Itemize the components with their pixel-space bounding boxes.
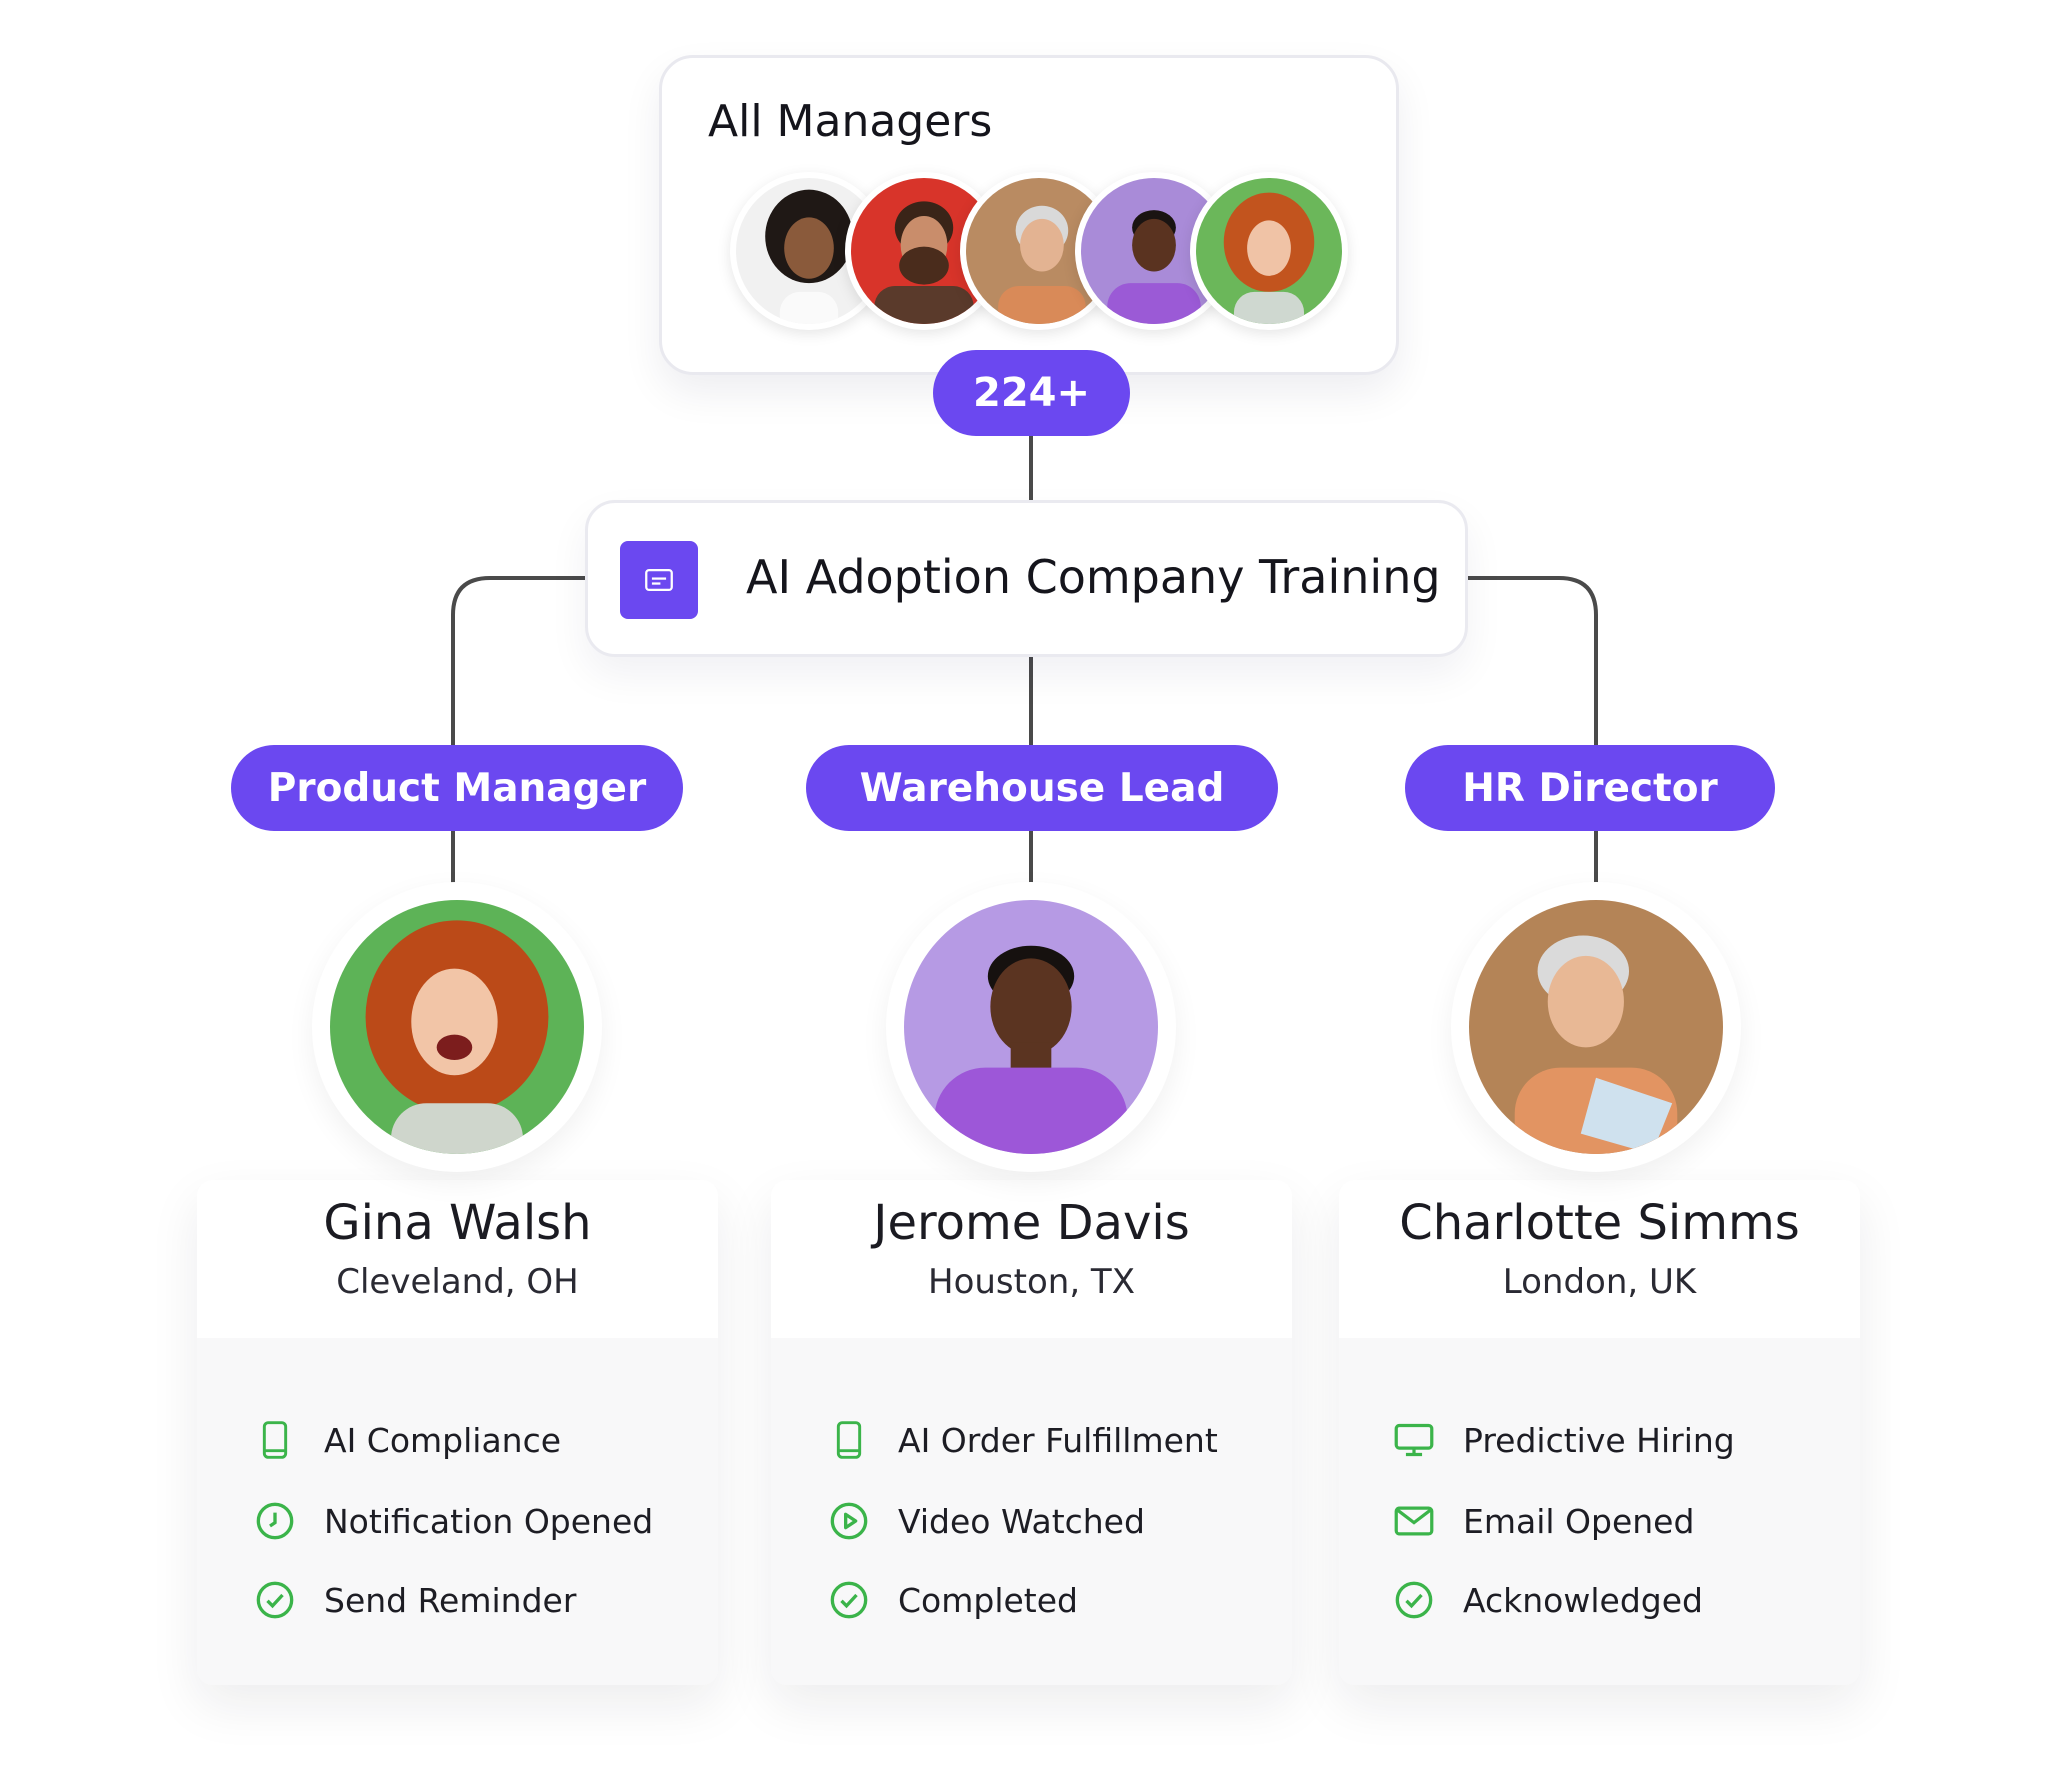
person-location: Houston, TX bbox=[928, 1262, 1135, 1302]
activity-label: Notification Opened bbox=[324, 1501, 654, 1541]
person-card-jerome[interactable] bbox=[771, 1180, 1292, 1685]
activity-item[interactable]: Send Reminder bbox=[253, 1578, 576, 1622]
person-card-gina[interactable] bbox=[197, 1180, 718, 1685]
person-location: London, UK bbox=[1502, 1262, 1697, 1302]
activity-panel bbox=[1339, 1338, 1860, 1685]
person-location: Cleveland, OH bbox=[336, 1262, 579, 1302]
activity-panel bbox=[197, 1338, 718, 1685]
tablet-icon bbox=[253, 1418, 297, 1462]
activity-label: AI Compliance bbox=[324, 1420, 562, 1460]
check-circle-icon bbox=[1392, 1578, 1436, 1622]
activity-item[interactable]: Video Watched bbox=[827, 1499, 1145, 1543]
training-card[interactable] bbox=[585, 500, 1468, 657]
activity-label: Video Watched bbox=[898, 1501, 1145, 1541]
avatar bbox=[312, 882, 602, 1172]
activity-item[interactable]: Completed bbox=[827, 1578, 1078, 1622]
activity-item[interactable]: Predictive Hiring bbox=[1392, 1418, 1735, 1462]
avatar bbox=[886, 882, 1176, 1172]
person-name: Gina Walsh bbox=[323, 1195, 592, 1251]
activity-label: Acknowledged bbox=[1463, 1580, 1703, 1620]
activity-label: Send Reminder bbox=[324, 1580, 577, 1620]
training-title: AI Adoption Company Training bbox=[746, 550, 1441, 604]
activity-item[interactable]: Acknowledged bbox=[1392, 1578, 1703, 1622]
activity-item[interactable]: Email Opened bbox=[1392, 1499, 1694, 1543]
check-circle-icon bbox=[253, 1578, 297, 1622]
activity-label: AI Order Fulfillment bbox=[898, 1420, 1218, 1460]
role-pill-product-manager[interactable]: Product Manager bbox=[231, 745, 683, 831]
activity-item[interactable]: AI Compliance bbox=[253, 1418, 561, 1462]
check-circle-icon bbox=[827, 1578, 871, 1622]
role-pill-hr-director[interactable]: HR Director bbox=[1405, 745, 1775, 831]
subtitles-icon bbox=[620, 541, 698, 619]
play-circle-icon bbox=[827, 1499, 871, 1543]
avatar bbox=[1451, 882, 1741, 1172]
person-name: Jerome Davis bbox=[873, 1195, 1190, 1251]
mail-icon bbox=[1392, 1499, 1436, 1543]
activity-panel bbox=[771, 1338, 1292, 1685]
tablet-icon bbox=[827, 1418, 871, 1462]
activity-label: Predictive Hiring bbox=[1463, 1420, 1735, 1460]
person-name: Charlotte Simms bbox=[1399, 1195, 1800, 1251]
clock-icon bbox=[253, 1499, 297, 1543]
managers-title: All Managers bbox=[708, 96, 993, 147]
activity-label: Completed bbox=[898, 1580, 1078, 1620]
manager-count-badge: 224+ bbox=[933, 350, 1130, 436]
manager-avatar-stack[interactable] bbox=[730, 172, 1350, 342]
avatar bbox=[1190, 172, 1348, 330]
activity-label: Email Opened bbox=[1463, 1501, 1695, 1541]
monitor-icon bbox=[1392, 1418, 1436, 1462]
activity-item[interactable]: AI Order Fulfillment bbox=[827, 1418, 1218, 1462]
activity-item[interactable]: Notification Opened bbox=[253, 1499, 653, 1543]
person-card-charlotte[interactable] bbox=[1339, 1180, 1860, 1685]
role-pill-warehouse-lead[interactable]: Warehouse Lead bbox=[806, 745, 1278, 831]
